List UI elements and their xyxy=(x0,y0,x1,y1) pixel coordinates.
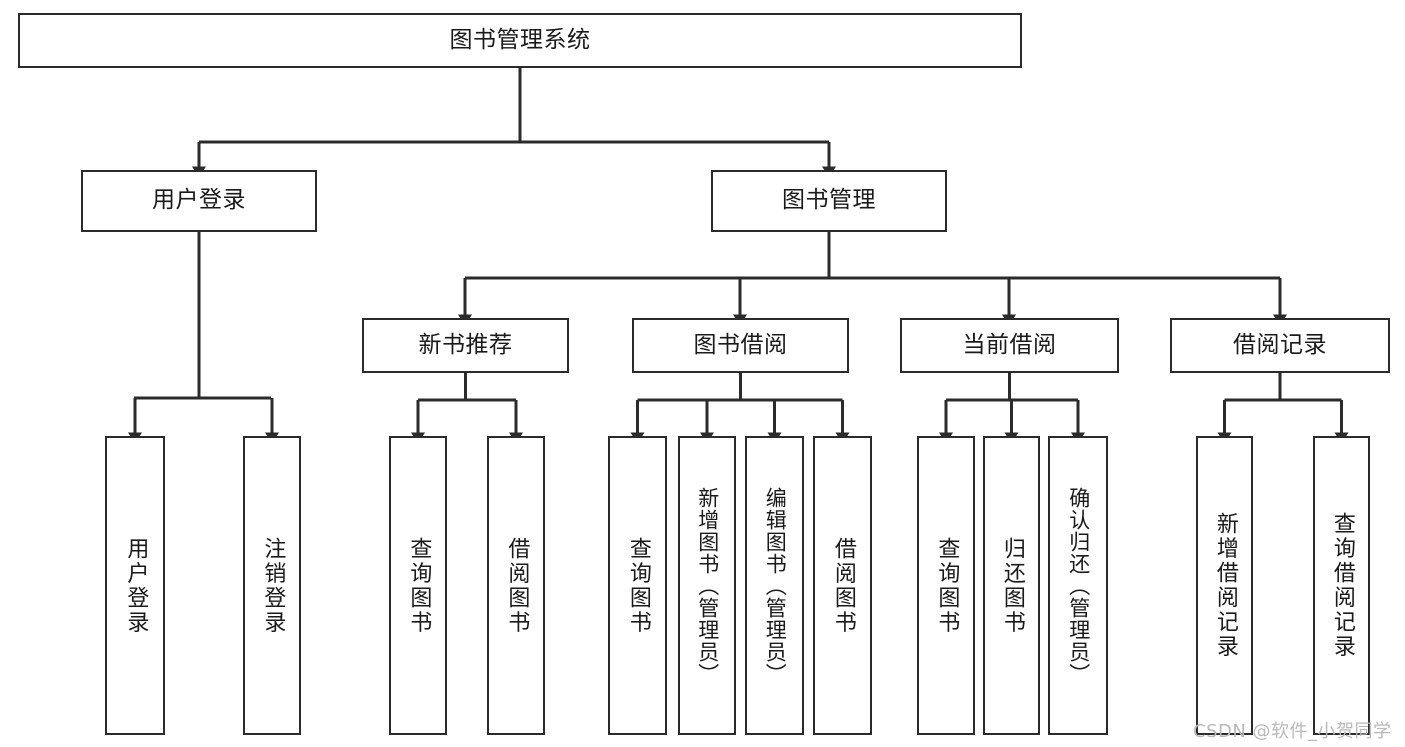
node-leaf-query-books-current[interactable]: 查询图书 xyxy=(917,436,975,735)
node-label: 新增图书（管理员） xyxy=(695,486,720,685)
node-leaf-query-books-recommend[interactable]: 查询图书 xyxy=(389,436,447,735)
node-label: 新书推荐 xyxy=(418,331,513,358)
node-label: 借阅图书 xyxy=(504,536,530,635)
node-label: 图书借阅 xyxy=(693,331,788,358)
node-level3-borrowing-records[interactable]: 借阅记录 xyxy=(1170,318,1390,373)
node-label: 图书管理 xyxy=(782,187,876,214)
node-label: 确认归还（管理员） xyxy=(1066,486,1091,685)
node-label: 查询图书 xyxy=(934,536,960,635)
node-label: 查询借阅记录 xyxy=(1329,512,1355,659)
node-leaf-query-books-borrowing[interactable]: 查询图书 xyxy=(608,436,667,735)
node-label: 借阅记录 xyxy=(1233,331,1327,358)
node-label: 借阅图书 xyxy=(830,536,856,635)
node-leaf-borrow-books-recommend[interactable]: 借阅图书 xyxy=(487,436,545,735)
node-label: 归还图书 xyxy=(999,536,1025,635)
node-label: 新增借阅记录 xyxy=(1212,512,1238,659)
node-label: 查询图书 xyxy=(406,536,432,635)
node-level3-current-borrowing[interactable]: 当前借阅 xyxy=(900,318,1119,373)
node-label: 编辑图书（管理员） xyxy=(763,486,788,685)
node-leaf-query-borrow-record[interactable]: 查询借阅记录 xyxy=(1313,436,1370,735)
node-leaf-return-books[interactable]: 归还图书 xyxy=(983,436,1040,735)
node-level2-book-management[interactable]: 图书管理 xyxy=(711,170,947,232)
node-label: 查询图书 xyxy=(625,536,651,635)
node-level2-user-login[interactable]: 用户登录 xyxy=(81,170,317,232)
node-leaf-logout[interactable]: 注销登录 xyxy=(243,436,301,735)
node-leaf-confirm-return-admin[interactable]: 确认归还（管理员） xyxy=(1048,436,1108,735)
node-label: 用户登录 xyxy=(152,187,246,214)
node-leaf-edit-book-admin[interactable]: 编辑图书（管理员） xyxy=(745,436,804,735)
node-root-library-management-system[interactable]: 图书管理系统 xyxy=(18,13,1022,68)
node-level3-new-book-recommendation[interactable]: 新书推荐 xyxy=(362,318,569,373)
node-label: 图书管理系统 xyxy=(449,26,591,53)
node-leaf-borrow-books-borrowing[interactable]: 借阅图书 xyxy=(813,436,872,735)
node-label: 当前借阅 xyxy=(962,331,1057,358)
node-level3-book-borrowing[interactable]: 图书借阅 xyxy=(632,318,849,373)
node-leaf-add-borrow-record[interactable]: 新增借阅记录 xyxy=(1196,436,1253,735)
node-leaf-add-book-admin[interactable]: 新增图书（管理员） xyxy=(678,436,736,735)
node-label: 用户登录 xyxy=(123,536,149,635)
node-leaf-user-login[interactable]: 用户登录 xyxy=(105,436,165,735)
watermark-credit: CSDN @软件_小贺同学 xyxy=(1193,721,1392,742)
node-label: 注销登录 xyxy=(260,536,286,635)
